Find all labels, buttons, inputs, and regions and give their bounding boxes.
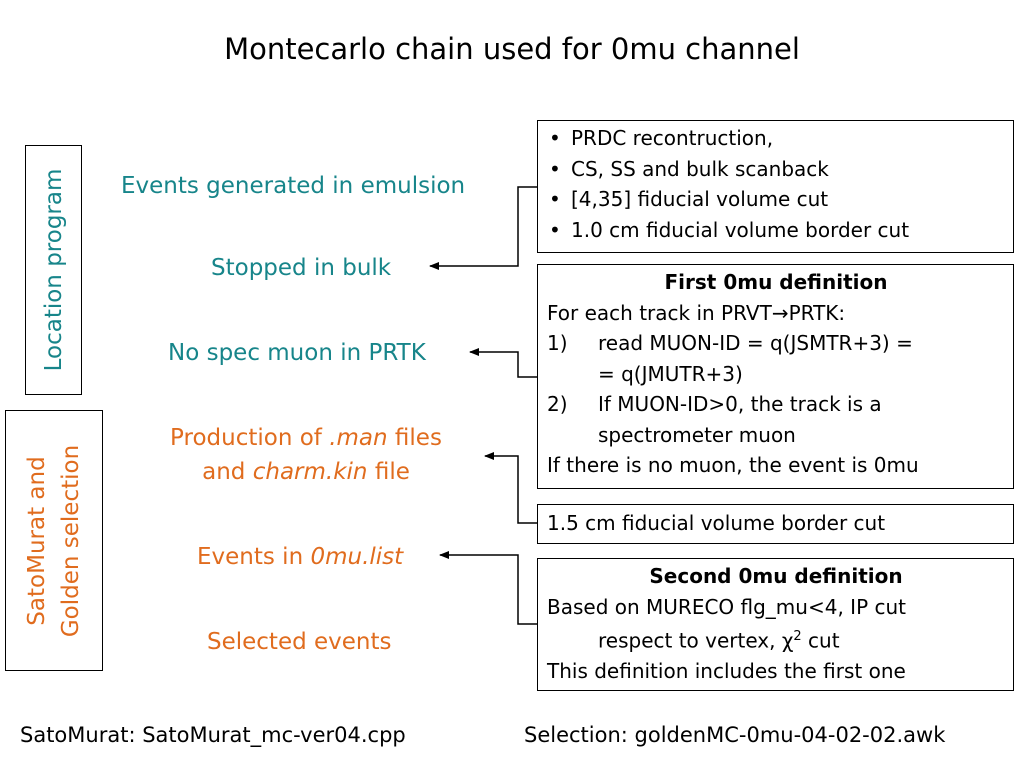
prdc-box: PRDC recontruction, CS, SS and bulk scan… <box>537 120 1014 253</box>
step-stopped-in-bulk: Stopped in bulk <box>211 255 392 281</box>
second-0mu-line1: Based on MURECO flg_mu<4, IP cut <box>547 594 906 619</box>
first-0mu-line1-a: For each track in PRVT <box>547 300 772 325</box>
right-arrow-icon: → <box>771 300 789 325</box>
footer-selection: Selection: goldenMC-0mu-04-02-02.awk <box>524 723 946 747</box>
first-0mu-box: First 0mu definition For each track in P… <box>537 264 1014 489</box>
first-0mu-item1-a: read MUON-ID = q(JSMTR+3) = <box>598 331 913 355</box>
connector-prdc-to-stopped <box>429 186 537 270</box>
step-production: Production of .man files and charm.kin f… <box>146 421 466 489</box>
second-0mu-line2-a: respect to vertex, <box>598 628 782 653</box>
first-0mu-item1: 1) read MUON-ID = q(JSMTR+3) = <box>547 328 1005 359</box>
chi-symbol: χ <box>781 628 794 653</box>
first-0mu-heading: First 0mu definition <box>664 270 888 294</box>
prdc-item: CS, SS and bulk scanback <box>547 154 1005 185</box>
production-text-a: Production of <box>170 425 330 451</box>
first-0mu-line1-b: PRTK: <box>788 300 846 325</box>
prdc-item: [4,35] fiducial volume cut <box>547 184 1005 215</box>
step-selected-events: Selected events <box>207 629 392 655</box>
first-0mu-footer: If there is no muon, the event is 0mu <box>547 453 919 477</box>
border-cut-box: 1.5 cm fiducial volume border cut <box>537 504 1014 544</box>
prdc-item: PRDC recontruction, <box>547 123 1005 154</box>
slide-title: Montecarlo chain used for 0mu channel <box>224 32 800 66</box>
second-0mu-line2: respect to vertex, χ2 cut <box>547 622 1005 656</box>
events-list-text-a: Events in <box>197 544 311 570</box>
first-0mu-line1: For each track in PRVT→PRTK: <box>547 298 1005 329</box>
prdc-item: 1.0 cm fiducial volume border cut <box>547 215 1005 246</box>
events-list-text-file: 0mu.list <box>310 544 404 570</box>
first-0mu-item2-a: If MUON-ID>0, the track is a <box>598 392 882 416</box>
step-events-generated: Events generated in emulsion <box>121 173 466 199</box>
production-text-man: .man <box>329 425 388 451</box>
connector-first-to-nospec <box>469 348 537 378</box>
connector-second-to-list <box>439 551 537 625</box>
connector-border-to-production <box>484 452 537 524</box>
satomurat-label-box: SatoMurat and Golden selection <box>5 410 103 671</box>
first-0mu-item1-b: = q(JMUTR+3) <box>598 361 743 386</box>
production-text-c: files <box>387 425 442 451</box>
border-cut-text: 1.5 cm fiducial volume border cut <box>547 511 886 535</box>
step-events-in-list: Events in 0mu.list <box>197 540 403 574</box>
step-no-spec-muon: No spec muon in PRTK <box>168 340 426 366</box>
footer-satomurat: SatoMurat: SatoMurat_mc-ver04.cpp <box>20 723 406 747</box>
item-number: 1) <box>547 331 568 355</box>
first-0mu-item2: 2) If MUON-ID>0, the track is a <box>547 389 1005 420</box>
item-number: 2) <box>547 392 568 416</box>
second-0mu-line2-b: cut <box>801 628 840 653</box>
production-text-charmkin: charm.kin <box>252 459 368 485</box>
location-program-label-box: Location program <box>25 145 82 395</box>
second-0mu-box: Second 0mu definition Based on MURECO fl… <box>537 558 1014 691</box>
production-text-d: and <box>202 459 253 485</box>
second-0mu-heading: Second 0mu definition <box>649 564 903 588</box>
prdc-list: PRDC recontruction, CS, SS and bulk scan… <box>547 123 1005 245</box>
second-0mu-line3: This definition includes the first one <box>547 659 906 684</box>
first-0mu-item2-b: spectrometer muon <box>598 422 796 447</box>
chi-superscript: 2 <box>793 629 802 644</box>
production-text-f: file <box>367 459 410 485</box>
